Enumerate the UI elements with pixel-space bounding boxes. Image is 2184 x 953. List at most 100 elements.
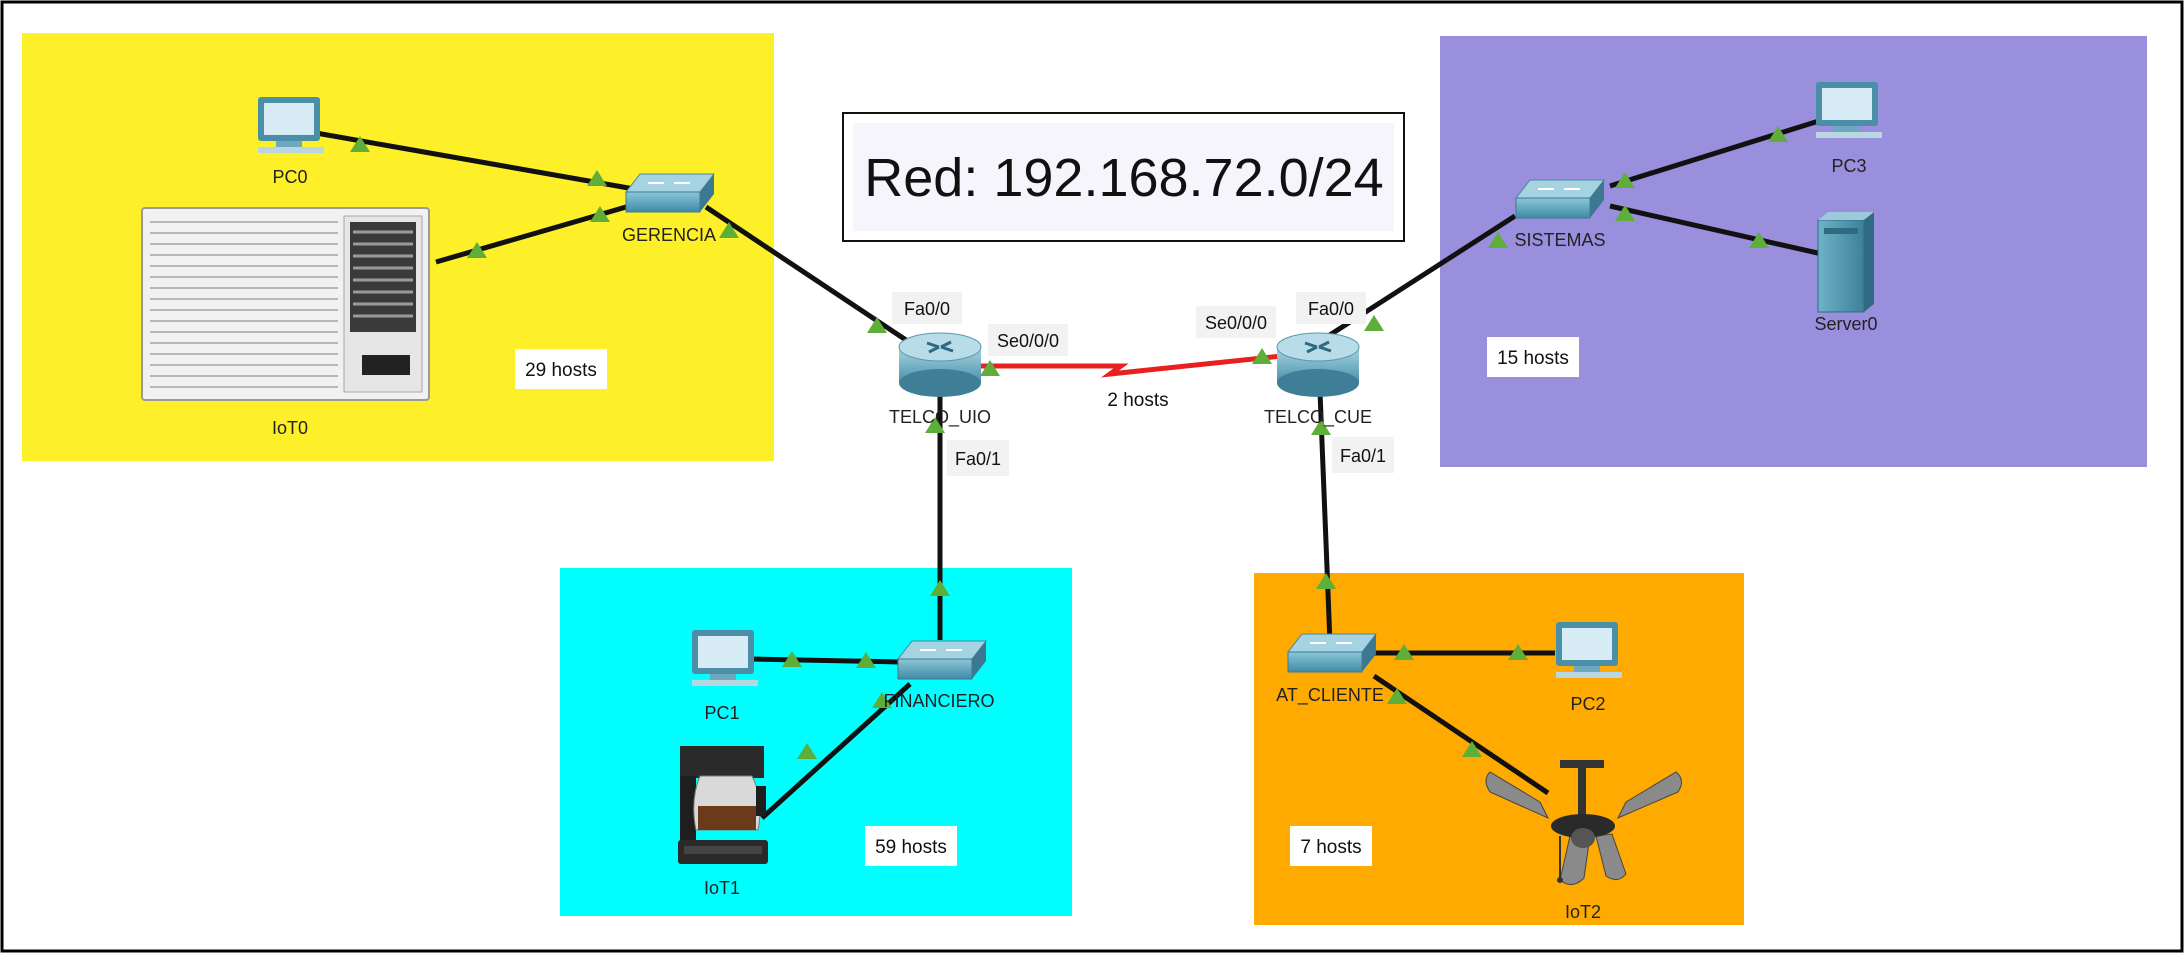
device-label: IoT1 — [704, 878, 740, 898]
link-indicator — [1364, 315, 1384, 331]
router-icon — [1276, 332, 1360, 397]
svg-text:7 hosts: 7 hosts — [1300, 837, 1361, 858]
link-indicator — [930, 580, 950, 596]
coffee-maker-icon — [678, 746, 768, 864]
hosts-label-cliente: 7 hosts — [1290, 826, 1372, 866]
pc0-device[interactable]: PC0 — [258, 97, 324, 187]
server0-device[interactable]: Server0 — [1814, 212, 1878, 334]
iot0-device[interactable]: IoT0 — [141, 207, 430, 438]
link-indicator — [1462, 741, 1482, 757]
link-indicator — [782, 651, 802, 667]
link-indicator — [797, 743, 817, 759]
link-pc1-financiero[interactable] — [747, 656, 901, 665]
link-indicator — [1768, 126, 1788, 142]
iot2-device[interactable]: IoT2 — [1485, 760, 1682, 922]
device-label: TELCO_UIO — [889, 407, 991, 428]
link-indicator — [1508, 644, 1528, 660]
hosts-label-gerencia: 29 hosts — [515, 349, 607, 389]
link-indicator — [1316, 573, 1336, 589]
link-indicator — [1387, 688, 1407, 704]
svg-text:29 hosts: 29 hosts — [525, 360, 597, 381]
svg-text:59 hosts: 59 hosts — [875, 837, 947, 858]
device-label: IoT0 — [272, 418, 308, 438]
link-indicator — [1749, 232, 1769, 248]
svg-text:15 hosts: 15 hosts — [1497, 348, 1569, 369]
link-gerencia-uio[interactable] — [704, 204, 908, 343]
link-indicator — [1252, 348, 1272, 364]
link-indicators — [350, 126, 1788, 759]
link-indicator — [980, 360, 1000, 376]
sw-sistemas-device[interactable]: SISTEMAS — [1514, 179, 1606, 250]
link-indicator — [867, 317, 887, 333]
svg-text:Fa0/0: Fa0/0 — [904, 299, 950, 319]
link-sistemas-pc3[interactable] — [1609, 117, 1823, 189]
if-label-uio-fa00: Fa0/0 — [892, 292, 962, 324]
zone-financiero — [560, 568, 1072, 916]
device-label: AT_CLIENTE — [1276, 685, 1384, 706]
serial-link-uio-cue[interactable] — [978, 353, 1283, 378]
if-label-cue-fa01: Fa0/1 — [1332, 437, 1394, 473]
switch-icon — [896, 640, 988, 680]
device-label: Server0 — [1814, 314, 1877, 334]
iot1-device[interactable]: IoT1 — [678, 746, 768, 898]
device-label: TELCO_CUE — [1264, 407, 1372, 428]
link-indicator — [1615, 172, 1635, 188]
sw-financiero-device[interactable]: FINANCIERO — [883, 640, 995, 711]
router-cue-device[interactable]: TELCO_CUE — [1264, 332, 1372, 428]
link-pc0-gerencia[interactable] — [315, 130, 641, 193]
link-indicator — [590, 206, 610, 222]
svg-text:Fa0/0: Fa0/0 — [1308, 299, 1354, 319]
server-icon — [1817, 212, 1874, 313]
router-uio-device[interactable]: TELCO_UIO — [889, 332, 991, 428]
link-indicator — [1615, 205, 1635, 221]
link-cliente-iot2[interactable] — [1372, 673, 1550, 796]
link-indicator — [719, 222, 739, 238]
link-sistemas-server0[interactable] — [1609, 203, 1823, 257]
ceiling-fan-icon — [1485, 760, 1682, 885]
link-indicator — [1488, 232, 1508, 248]
hosts-label-financiero: 59 hosts — [865, 826, 957, 866]
network-title-box: Red: 192.168.72.0/24 — [842, 112, 1405, 242]
device-label: PC2 — [1570, 694, 1605, 714]
svg-text:Se0/0/0: Se0/0/0 — [1205, 313, 1267, 333]
zone-sistemas — [1440, 36, 2147, 467]
device-label: PC0 — [272, 167, 307, 187]
network-title: Red: 192.168.72.0/24 — [864, 148, 1383, 208]
link-indicator — [1394, 644, 1414, 660]
device-label: FINANCIERO — [883, 691, 994, 711]
switch-icon — [1514, 179, 1606, 219]
router-icon — [898, 332, 982, 397]
svg-text:Se0/0/0: Se0/0/0 — [997, 331, 1059, 351]
if-label-cue-se000: Se0/0/0 — [1196, 306, 1276, 338]
sw-gerencia-device[interactable]: GERENCIA — [622, 173, 716, 245]
device-label: PC1 — [704, 703, 739, 723]
pc-icon — [258, 97, 324, 153]
link-indicator — [587, 170, 607, 186]
link-indicator — [925, 417, 945, 433]
device-label: GERENCIA — [622, 225, 716, 245]
link-iot0-gerencia[interactable] — [435, 200, 641, 265]
link-indicator — [467, 242, 487, 258]
pc1-device[interactable]: PC1 — [692, 630, 758, 723]
if-label-cue-fa00: Fa0/0 — [1296, 292, 1366, 324]
pc2-device[interactable]: PC2 — [1556, 622, 1622, 714]
link-indicator — [872, 692, 892, 708]
zone-cliente — [1254, 573, 1744, 925]
link-indicator — [350, 136, 370, 152]
svg-text:2 hosts: 2 hosts — [1107, 390, 1168, 411]
hosts-label-sistemas: 15 hosts — [1487, 337, 1579, 377]
if-label-uio-fa01: Fa0/1 — [947, 440, 1009, 476]
link-indicator — [856, 652, 876, 668]
pc3-device[interactable]: PC3 — [1816, 82, 1882, 176]
device-label: SISTEMAS — [1514, 230, 1605, 250]
switch-icon — [624, 173, 716, 213]
hosts-label-wan: 2 hosts — [1098, 380, 1178, 418]
pc-icon — [1556, 622, 1622, 678]
svg-text:Fa0/1: Fa0/1 — [1340, 446, 1386, 466]
link-indicator — [1311, 419, 1331, 435]
air-conditioner-icon — [141, 207, 430, 401]
device-label: IoT2 — [1565, 902, 1601, 922]
sw-cliente-device[interactable]: AT_CLIENTE — [1276, 633, 1384, 706]
